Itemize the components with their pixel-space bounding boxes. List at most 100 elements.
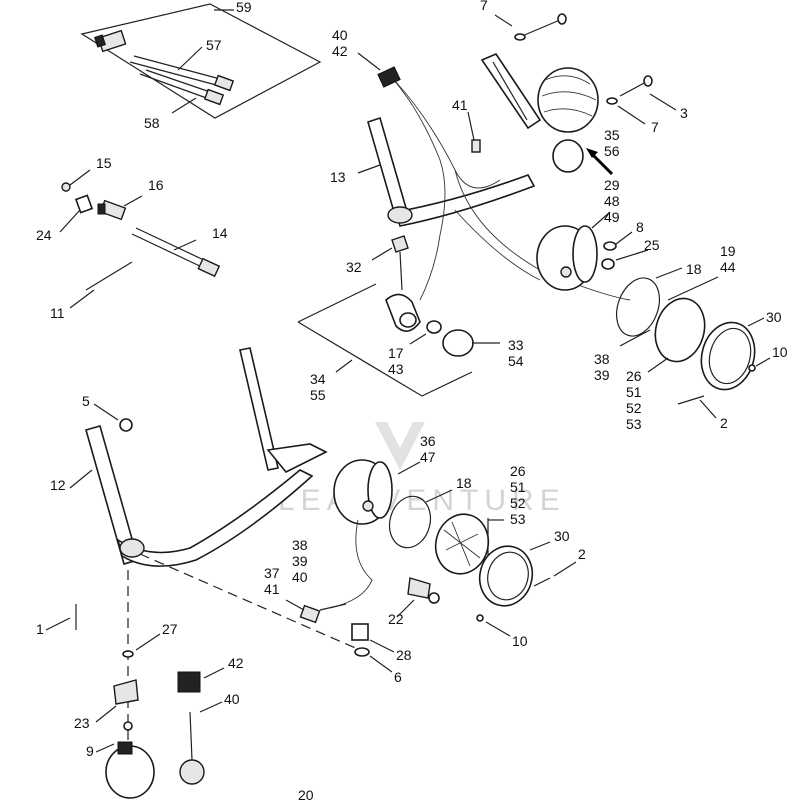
- callout-number: 48: [604, 193, 620, 209]
- callout-number: 47: [420, 449, 436, 465]
- callout-number: 30: [766, 309, 782, 325]
- callout-number: 52: [510, 495, 526, 511]
- watermark-text: LEADVENTURE: [278, 484, 566, 517]
- callout-number: 30: [554, 528, 570, 544]
- callout-number: 25: [644, 237, 660, 253]
- callout-number: 51: [626, 384, 642, 400]
- callout-label: 32: [346, 259, 362, 275]
- callout-label: 16: [148, 177, 164, 193]
- callout-number: 32: [346, 259, 362, 275]
- callout-label: 20: [298, 787, 314, 800]
- callout-label: 7: [651, 119, 659, 135]
- washer-6: [354, 647, 370, 657]
- callout-number: 20: [298, 787, 314, 800]
- spacer-28: [351, 623, 369, 641]
- callout-number: 37: [264, 565, 280, 581]
- callout-number: 53: [510, 511, 526, 527]
- connector-42: [177, 671, 201, 693]
- callout-number: 6: [394, 669, 402, 685]
- callout-number: 13: [330, 169, 346, 185]
- callout-number: 23: [74, 715, 90, 731]
- callout-label: 14: [212, 225, 228, 241]
- callout-label: 2: [578, 546, 586, 562]
- left-small-parts: [59, 169, 221, 309]
- callout-label: 24: [36, 227, 52, 243]
- callout-number: 19: [720, 243, 736, 259]
- callout-number: 39: [292, 553, 308, 569]
- callout-number: 41: [264, 581, 280, 597]
- callout-label: 25: [644, 237, 660, 253]
- callout-number: 26: [626, 368, 642, 384]
- callout-number: 7: [651, 119, 659, 135]
- callout-label: 41: [452, 97, 468, 113]
- callout-label: 30: [554, 528, 570, 544]
- callout-number: 11: [50, 305, 65, 321]
- callout-number: 24: [36, 227, 52, 243]
- callout-label: 58: [144, 115, 160, 131]
- callout-number: 56: [604, 143, 620, 159]
- upper-light-assembly: [297, 13, 677, 397]
- callout-label: 3: [680, 105, 688, 121]
- cable-tie-11: [69, 261, 133, 309]
- callout-number: 40: [224, 691, 240, 707]
- washer-24: [74, 194, 94, 214]
- callout-number: 34: [310, 371, 326, 387]
- callout-number: 42: [228, 655, 244, 671]
- callout-number: 51: [510, 479, 526, 495]
- watermark: LEADVENTURE: [278, 422, 566, 517]
- trim-ring-30: [700, 321, 756, 391]
- callout-label: 59: [236, 0, 252, 15]
- callout-label: 40: [224, 691, 240, 707]
- callout-number: 18: [686, 261, 702, 277]
- lens-33: [442, 329, 474, 357]
- marker-lamp-32: [371, 235, 421, 332]
- switch-part: [94, 29, 127, 53]
- lens-19: [654, 297, 706, 363]
- callout-number: 1: [36, 621, 44, 637]
- callout-number: 29: [604, 177, 620, 193]
- callout-label: 27: [162, 621, 178, 637]
- callout-label: 10: [512, 633, 528, 649]
- callout-label: 8: [636, 219, 644, 235]
- callout-number: 38: [594, 351, 610, 367]
- callout-label: 5: [82, 393, 90, 409]
- nut-15: [61, 182, 71, 192]
- callout-number: 49: [604, 209, 620, 225]
- callout-label: 42: [228, 655, 244, 671]
- bulb-17: [426, 320, 442, 334]
- callout-label: 28: [396, 647, 412, 663]
- callout-number: 28: [396, 647, 412, 663]
- callout-label: 10: [772, 344, 788, 360]
- callout-number: 53: [626, 416, 642, 432]
- callout-number: 17: [388, 345, 404, 361]
- callout-label: 57: [206, 37, 222, 53]
- callout-number: 41: [452, 97, 468, 113]
- lower-bracket-assembly: [45, 347, 577, 799]
- mount-23: [113, 679, 139, 705]
- callout-number: 40: [292, 569, 308, 585]
- callout-number: 15: [96, 155, 112, 171]
- callout-number: 10: [772, 344, 788, 360]
- wiring-kit-group: [80, 3, 322, 119]
- callout-label: 30: [766, 309, 782, 325]
- callout-number: 43: [388, 361, 404, 377]
- callout-number: 57: [206, 37, 222, 53]
- callout-label: 12: [50, 477, 66, 493]
- lens-cap-35: [552, 139, 584, 173]
- callout-number: 3: [680, 105, 688, 121]
- headlamp-36: [329, 459, 421, 609]
- callout-number: 12: [50, 477, 66, 493]
